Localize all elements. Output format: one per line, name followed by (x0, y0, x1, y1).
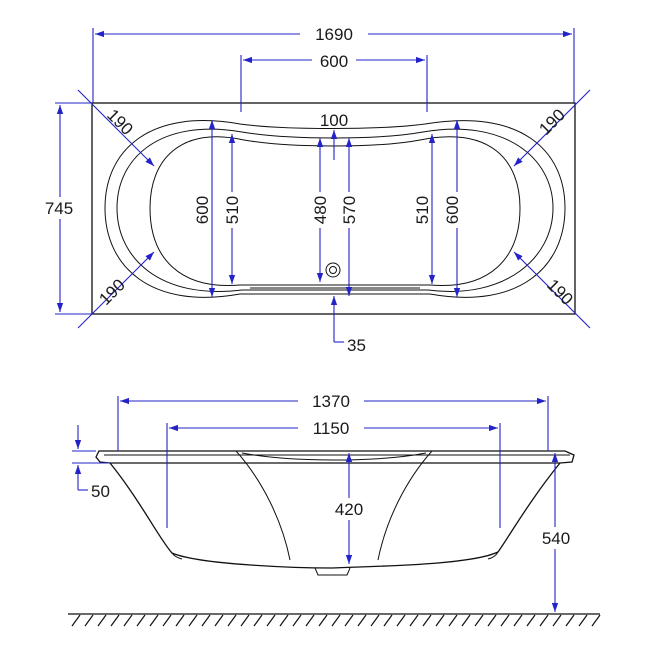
ground-hatch-line (461, 614, 471, 627)
ground-hatch-line (331, 614, 341, 627)
drain-icon (325, 262, 341, 278)
dim-1150: 1150 (313, 419, 350, 438)
ground-hatch-line (175, 614, 185, 627)
ground-hatch-line (253, 614, 263, 627)
ground-hatch-line (149, 614, 159, 627)
ground-hatch-line (578, 614, 588, 627)
dim-190-top-right: 190 (535, 105, 568, 138)
ground-hatch-line (552, 614, 562, 627)
ground-hatch-line (97, 614, 107, 627)
plan-basin-outer (104, 120, 566, 298)
drain-inner-icon (329, 266, 337, 274)
side-drain (314, 567, 351, 576)
dim-600-top: 600 (320, 52, 348, 71)
dim-745: 745 (45, 199, 73, 218)
plan-basin-inner (116, 128, 554, 292)
dim-190-top-left: 190 (103, 105, 136, 138)
ground-hatch-line (227, 614, 237, 627)
ground-hatch-line (422, 614, 432, 627)
side-rim (95, 450, 575, 464)
ground-hatch-line (188, 614, 198, 627)
ground-hatch-line (71, 614, 81, 627)
ground-hatch-line (305, 614, 315, 627)
dim-600-right: 600 (443, 196, 462, 224)
ground-hatch-line (123, 614, 133, 627)
dim-600-left: 600 (193, 196, 212, 224)
dim-570: 570 (340, 196, 359, 224)
ground-hatch-line (357, 614, 367, 627)
ground-hatch-line (370, 614, 380, 627)
ground-hatch-line (565, 614, 575, 627)
ground-hatch-line (279, 614, 289, 627)
ground-hatch-line (201, 614, 211, 627)
dim-510-right: 510 (413, 196, 432, 224)
side-view: 1370 1150 50 420 540 (68, 390, 601, 627)
side-left-rib (235, 450, 291, 561)
dim-480: 480 (311, 196, 330, 224)
dim-50: 50 (91, 482, 110, 501)
ground-hatch-line (591, 614, 601, 627)
ground-hatch-line (84, 614, 94, 627)
side-shell (109, 462, 561, 569)
dim-190-bottom-left: 190 (95, 275, 128, 308)
ground-hatch-line (318, 614, 328, 627)
ground-hatch-line (526, 614, 536, 627)
ground-hatch-line (344, 614, 354, 627)
ground-hatch-line (240, 614, 250, 627)
ground-hatch-line (396, 614, 406, 627)
ground-hatch-line (500, 614, 510, 627)
dim-1690: 1690 (315, 25, 353, 44)
plan-view: 1690 600 100 745 190 190 190 190 600 510 (38, 23, 591, 355)
ground-hatch-line (110, 614, 120, 627)
plan-floor (149, 136, 521, 287)
ground-hatch-line (409, 614, 419, 627)
ground-hatch-line (487, 614, 497, 627)
ground-hatch-line (435, 614, 445, 627)
ground-hatch-line (513, 614, 523, 627)
ground-hatch-line (448, 614, 458, 627)
dim-100: 100 (320, 111, 348, 130)
ground-hatch-line (136, 614, 146, 627)
dim-510-left: 510 (223, 196, 242, 224)
ground-hatch-line (214, 614, 224, 627)
dim-35: 35 (347, 336, 366, 355)
ground-hatch (71, 614, 601, 627)
ground-hatch-line (162, 614, 172, 627)
ground-hatch-line (266, 614, 276, 627)
dim-190-bottom-right: 190 (543, 275, 576, 308)
dim-540: 540 (542, 529, 570, 548)
dim-1370: 1370 (312, 392, 350, 411)
dim-420: 420 (335, 500, 363, 519)
ground-hatch-line (292, 614, 302, 627)
side-right-rib (377, 450, 433, 561)
ground-hatch-line (474, 614, 484, 627)
ground-hatch-line (383, 614, 393, 627)
ground-hatch-line (539, 614, 549, 627)
